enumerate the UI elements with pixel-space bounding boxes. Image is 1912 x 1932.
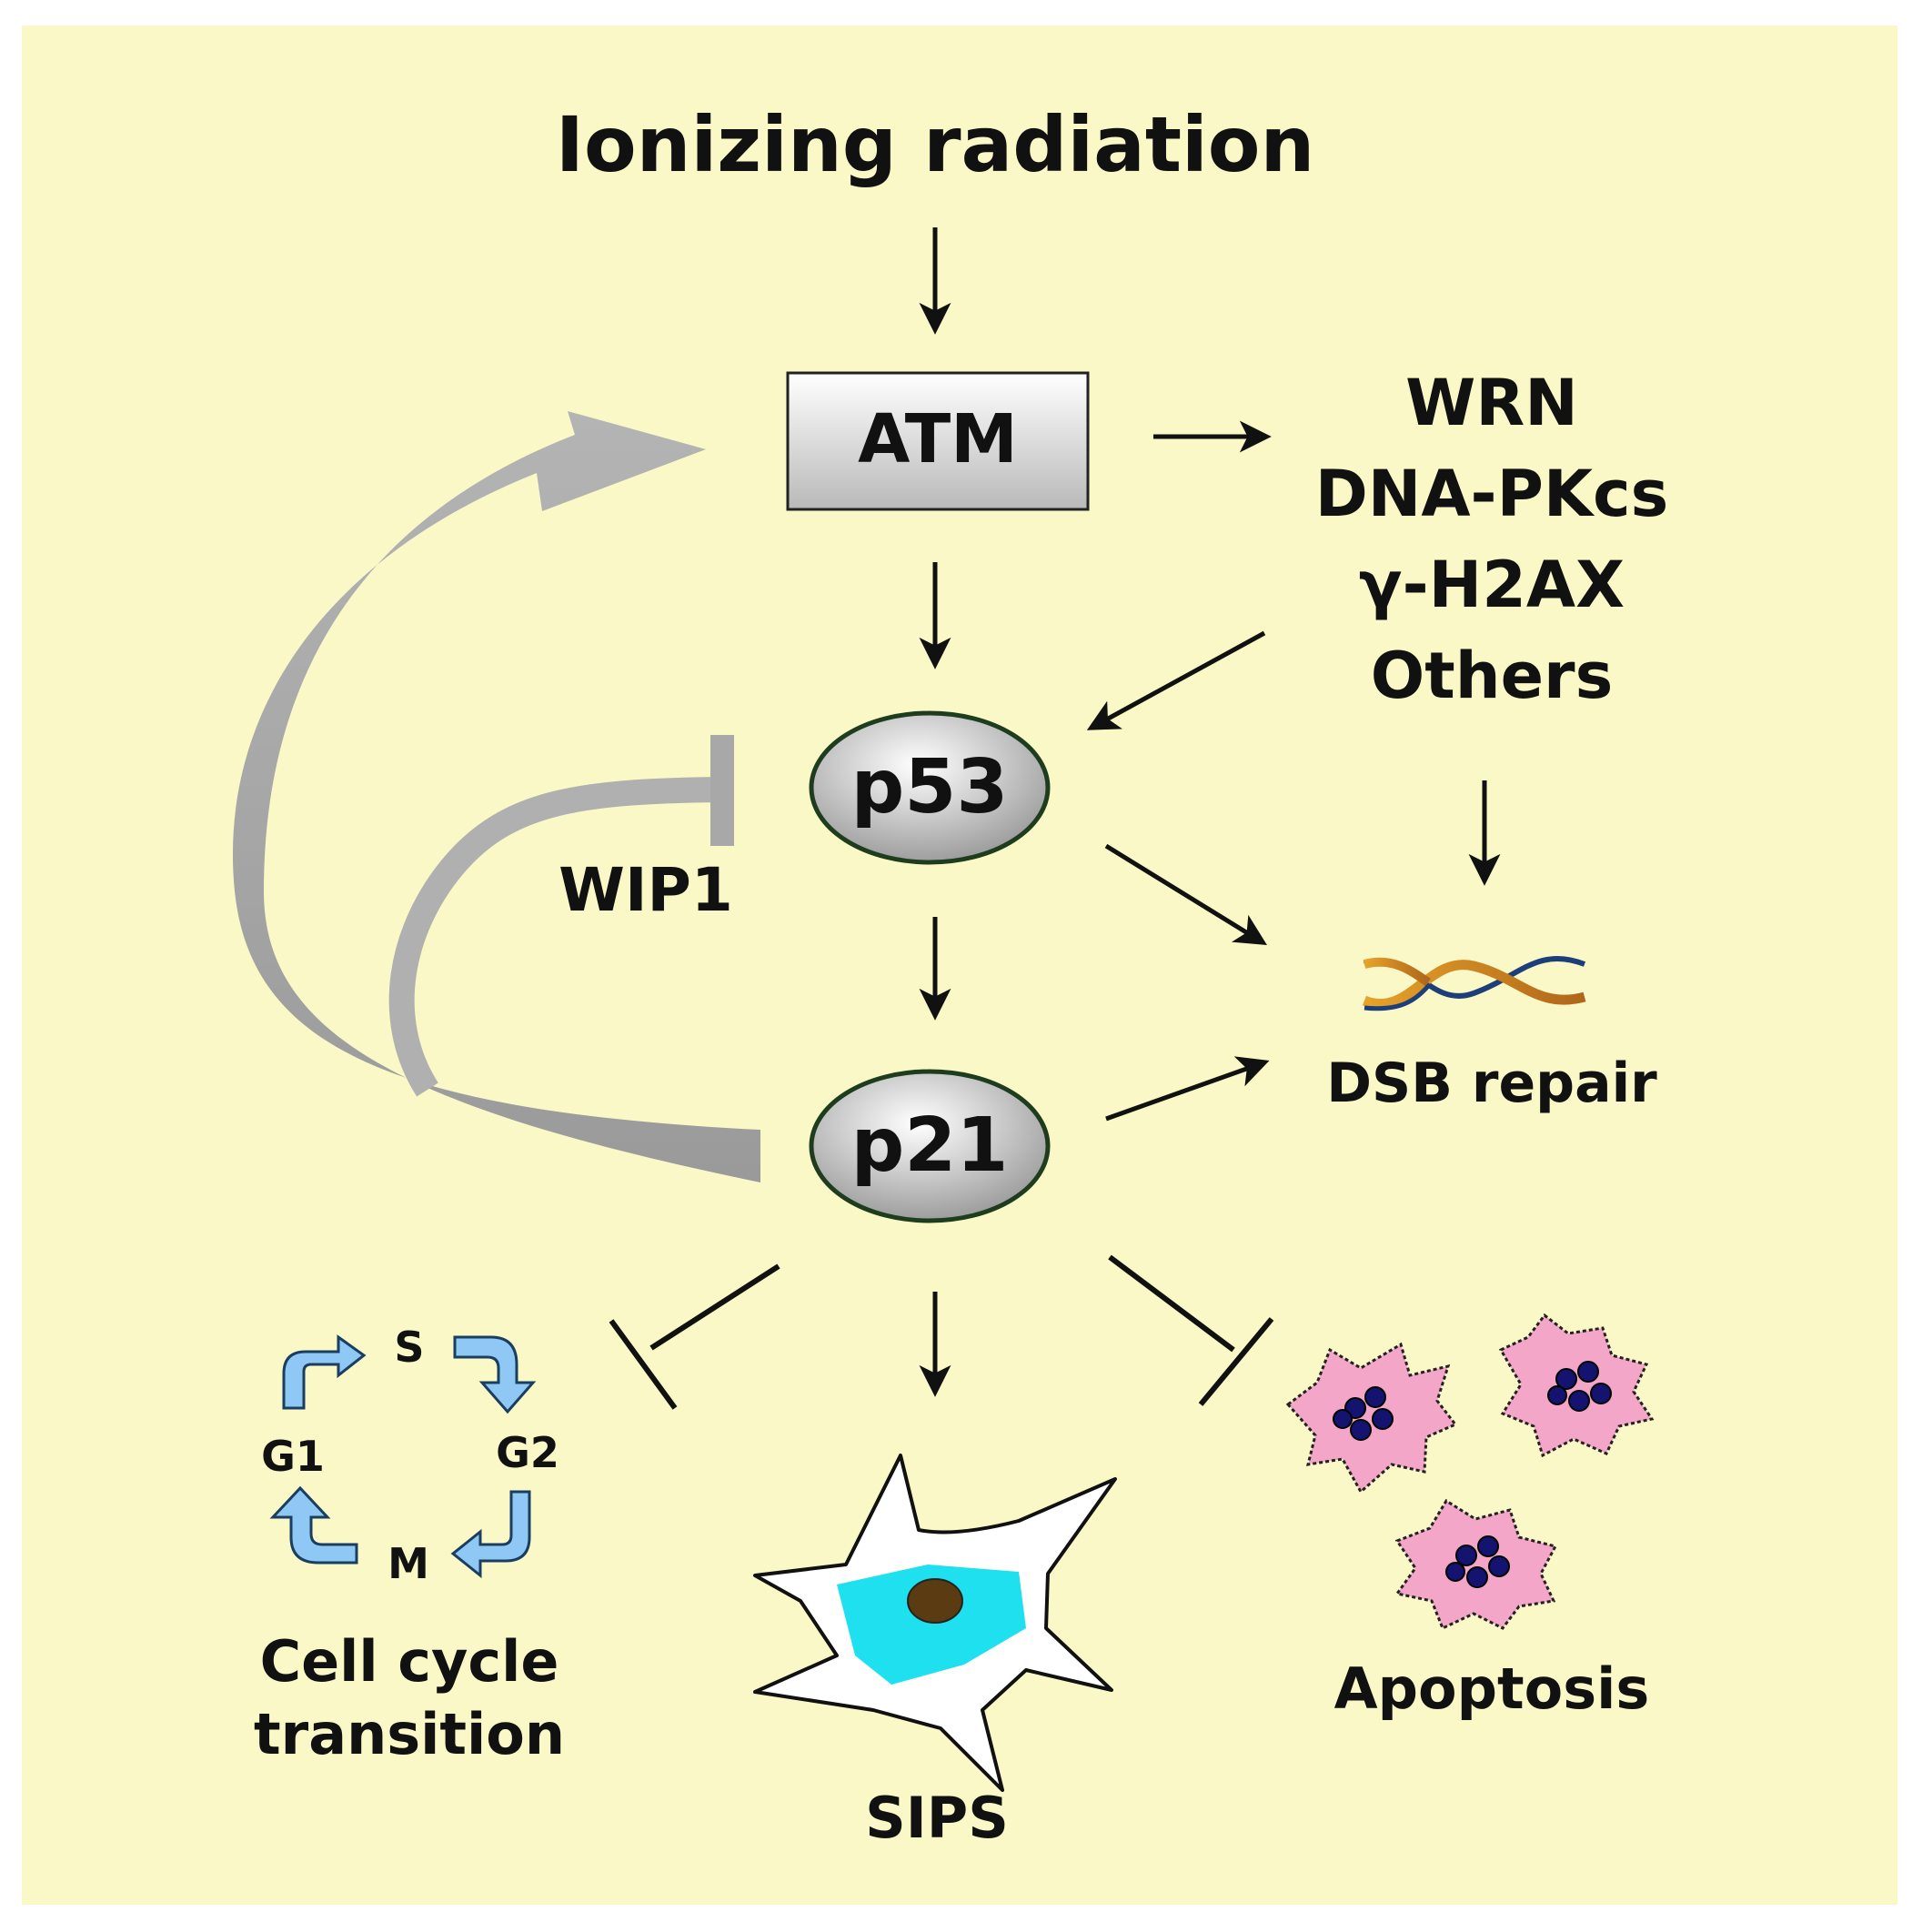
dsb-repair-label: DSB repair (1326, 1052, 1657, 1115)
atm-target-gamma-h2ax: γ-H2AX (1358, 548, 1625, 622)
apoptosis-label: Apoptosis (1333, 1655, 1650, 1722)
cycle-arrow-g1-to-s (282, 1334, 367, 1410)
wip1-inhibition-arc (388, 777, 721, 1097)
apoptotic-cell-3 (1394, 1498, 1558, 1631)
senescent-cell-icon (753, 1454, 1117, 1792)
p53-to-dsb-arrow (1104, 843, 1267, 946)
cycle-phase-g1: G1 (261, 1432, 325, 1481)
cycle-phase-g2: G2 (496, 1428, 559, 1477)
cell-cycle-icon (269, 1334, 537, 1579)
dna-helix-icon (1362, 955, 1586, 1011)
cycle-arrow-s-to-g2 (453, 1335, 537, 1414)
p21-inhibits-apoptosis-line (1108, 1254, 1235, 1353)
cycle-arrow-m-to-g1 (269, 1485, 358, 1565)
atm-target-others: Others (1370, 639, 1614, 713)
cycle-arrow-g2-to-m (450, 1490, 531, 1579)
cycle-phase-m: M (387, 1539, 429, 1588)
targets-to-p53-arrow (1086, 630, 1266, 730)
diagram-title: Ionizing radiation (555, 100, 1315, 189)
atm-box (786, 371, 1090, 511)
apoptotic-cell-2 (1498, 1313, 1655, 1458)
p21-to-dsb-arrow (1105, 1056, 1270, 1122)
p21-inhibits-cellcycle-line (649, 1263, 780, 1351)
cycle-phase-s: S (394, 1323, 425, 1372)
apoptotic-cells-icon (1285, 1313, 1655, 1631)
p21-inhibits-apoptosis-bar (1198, 1317, 1274, 1406)
p53-label: p53 (850, 744, 1009, 830)
cell-nucleus (907, 1578, 963, 1624)
atm-target-dna-pkcs: DNA-PKcs (1314, 457, 1669, 531)
p21-ellipse (809, 1069, 1051, 1223)
cell-cycle-label-line2: transition (254, 1701, 565, 1767)
p21-label: p21 (850, 1102, 1009, 1189)
apoptotic-cell-1 (1285, 1342, 1458, 1494)
atm-target-wrn: WRN (1405, 366, 1578, 440)
p53-ellipse (809, 710, 1051, 865)
cell-cycle-label-line1: Cell cycle (259, 1628, 559, 1695)
wip1-label: WIP1 (559, 855, 733, 925)
p21-inhibits-cellcycle-bar (609, 1319, 678, 1410)
sips-label: SIPS (865, 1785, 1009, 1851)
atm-label: ATM (858, 400, 1018, 478)
